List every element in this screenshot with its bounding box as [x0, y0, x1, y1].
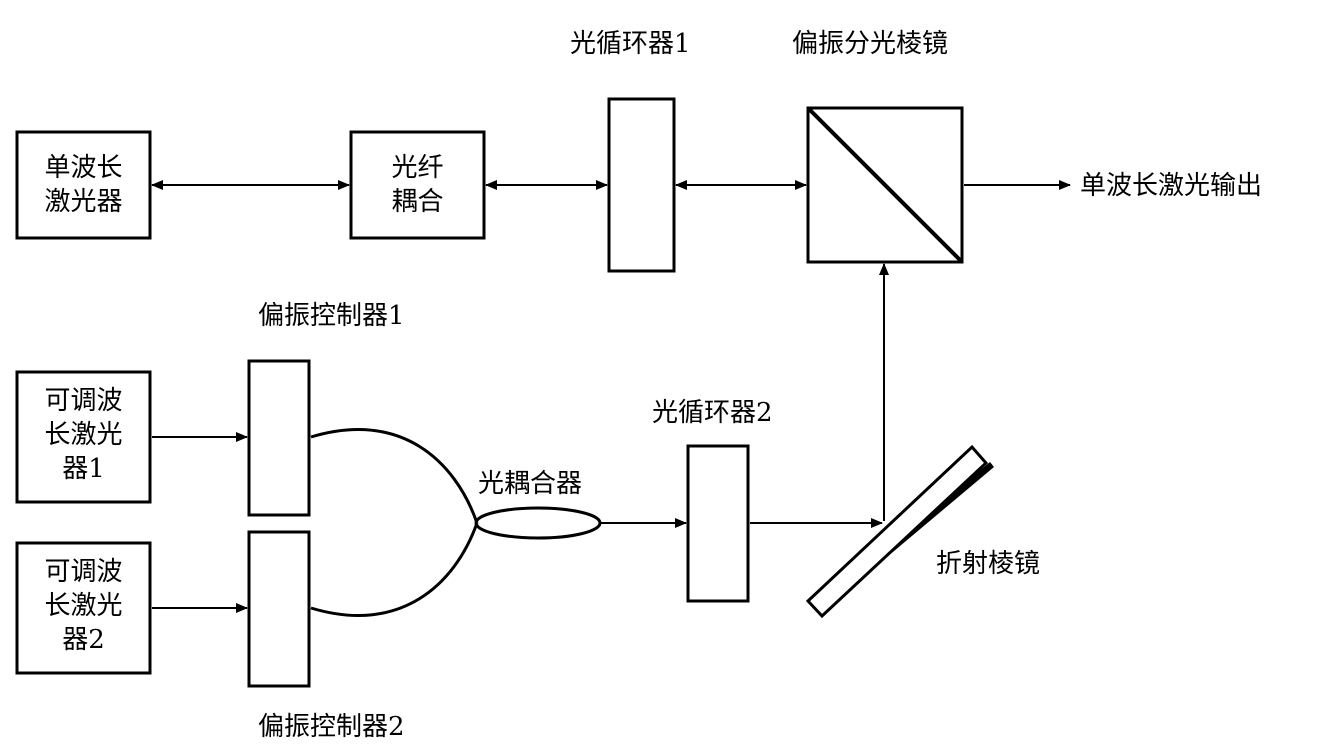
single-laser-box — [15, 130, 152, 240]
fiber-curve-lower — [310, 522, 479, 617]
fiber-coupler-box — [349, 130, 486, 240]
pol-controller-1-box — [247, 359, 311, 517]
circulator-2-box — [686, 444, 750, 603]
pol-controller-2-label: 偏振控制器2 — [258, 712, 405, 742]
tunable-laser-2-label: 可调波 长激光 器2 — [44, 557, 123, 655]
pbs-box — [806, 106, 964, 264]
pol-controller-2-box — [247, 530, 311, 688]
pbs-diagonal — [806, 106, 964, 264]
fiber-coupler-label: 光纤 耦合 — [391, 153, 444, 217]
pol-controller-1-label: 偏振控制器1 — [258, 301, 405, 331]
circulator-2-label: 光循环器2 — [652, 398, 773, 428]
refraction-prism — [805, 444, 994, 619]
output-label: 单波长激光输出 — [1080, 171, 1263, 201]
single-laser-label: 单波长 激光器 — [44, 153, 123, 217]
pbs-label: 偏振分光棱镜 — [792, 29, 949, 59]
circulator-1-box — [607, 97, 676, 273]
optical-coupler-label: 光耦合器 — [478, 469, 583, 499]
circulator-1-label: 光循环器1 — [570, 29, 691, 59]
optical-coupler-ellipse — [474, 506, 602, 540]
refraction-prism-label: 折射棱镜 — [936, 549, 1041, 579]
tunable-laser-1-label: 可调波 长激光 器1 — [44, 386, 123, 484]
tunable-laser-2-box — [15, 541, 152, 675]
tunable-laser-1-box — [15, 370, 152, 504]
fiber-curve-upper — [310, 428, 479, 524]
